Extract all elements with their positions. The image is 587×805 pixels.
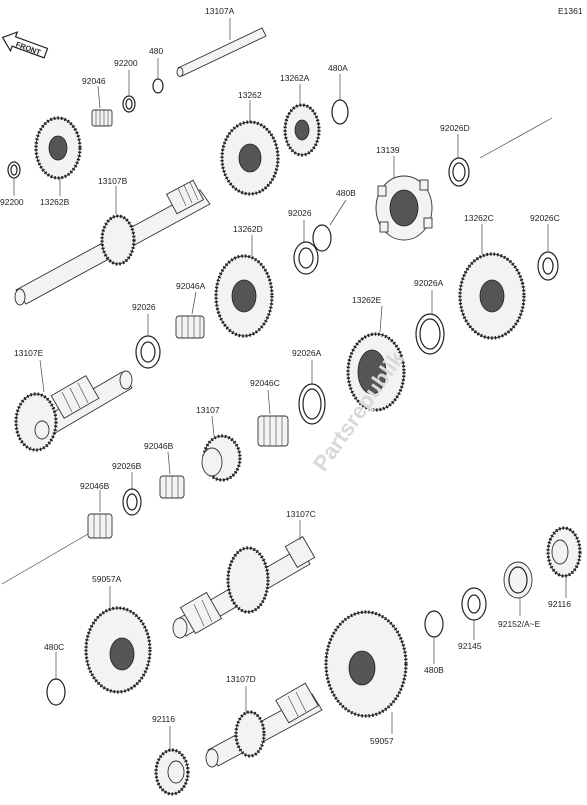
label-92116-right: 92116 <box>548 599 571 609</box>
shaft-13107d-gear <box>234 710 266 758</box>
circlip-480b-top <box>312 224 332 252</box>
front-arrow-icon: FRONT <box>1 31 49 59</box>
shifter-13139 <box>375 175 433 241</box>
label-13107e: 13107E <box>14 348 44 358</box>
label-13262b: 13262B <box>40 197 70 207</box>
shaft-13107d <box>205 682 323 768</box>
washer-92026d <box>448 157 470 187</box>
label-13107d: 13107D <box>226 674 256 684</box>
gear-59057 <box>324 610 408 718</box>
label-92026a-right: 92026A <box>414 278 444 288</box>
label-92200-top: 92200 <box>114 58 138 68</box>
label-92026c: 92026C <box>530 213 560 223</box>
label-13107c: 13107C <box>286 509 316 519</box>
label-13262: 13262 <box>238 90 262 100</box>
washer-92026-left <box>135 335 161 369</box>
label-92046b: 92046B <box>144 441 174 451</box>
gear-13262c <box>458 252 526 340</box>
bearing-92116-right <box>546 526 582 578</box>
label-59057a: 59057A <box>92 574 122 584</box>
collar-92152 <box>503 561 533 599</box>
gear-13262d <box>214 254 274 338</box>
gear-13262e <box>346 332 406 412</box>
gear-13262a <box>283 103 321 157</box>
label-480b-low: 480B <box>424 665 444 675</box>
dog-gear-13107 <box>201 434 242 482</box>
label-92152: 92152/A~E <box>498 619 541 629</box>
shaft-13107e-gear <box>14 392 58 452</box>
circlip-480c <box>46 678 66 706</box>
label-480b-top: 480B <box>336 188 356 198</box>
label-13139: 13139 <box>376 145 400 155</box>
label-13262a: 13262A <box>280 73 310 83</box>
label-13107a: 13107A <box>205 6 235 16</box>
label-13107b: 13107B <box>98 176 128 186</box>
label-480c: 480C <box>44 642 64 652</box>
shaft-13107a <box>176 27 267 77</box>
bearing-92116-low <box>154 748 190 796</box>
washer-92026c <box>537 251 559 281</box>
label-92026-left: 92026 <box>132 302 156 312</box>
label-92046c: 92046C <box>250 378 280 388</box>
diagram-code: E1361 <box>558 6 583 16</box>
label-480a: 480A <box>328 63 348 73</box>
circlip-480b-low <box>424 610 444 638</box>
washer-92026-mid <box>293 241 319 275</box>
label-13262c: 13262C <box>464 213 494 223</box>
label-13262e: 13262E <box>352 295 382 305</box>
washer-92026b <box>122 488 142 516</box>
shaft-13107c-gear <box>226 546 270 614</box>
label-92046b-low: 92046B <box>80 481 110 491</box>
circlip-480 <box>152 78 164 94</box>
needle-bearing-92046b-low <box>87 513 113 539</box>
washer-92145 <box>461 587 487 621</box>
gear-13262b <box>34 116 82 180</box>
circlip-480a <box>331 99 349 125</box>
gear-13262 <box>220 120 280 196</box>
shaft-13107b-gear <box>100 214 136 266</box>
needle-bearing-92046 <box>91 109 113 127</box>
label-92145: 92145 <box>458 641 482 651</box>
label-92026-mid: 92026 <box>288 208 312 218</box>
label-480: 480 <box>149 46 163 56</box>
needle-bearing-92046c <box>257 415 289 447</box>
washer-92200-left <box>7 161 21 179</box>
label-92116-low: 92116 <box>152 714 175 724</box>
label-92046a: 92046A <box>176 281 206 291</box>
label-92200-left: 92200 <box>0 197 24 207</box>
label-13262d: 13262D <box>233 224 263 234</box>
label-59057: 59057 <box>370 736 394 746</box>
washer-92026a-mid <box>298 383 326 425</box>
shaft-13107e <box>39 370 133 437</box>
label-92026a-mid: 92026A <box>292 348 322 358</box>
label-92026b: 92026B <box>112 461 142 471</box>
label-92046: 92046 <box>82 76 106 86</box>
gear-59057a <box>84 606 152 694</box>
label-92026d: 92026D <box>440 123 470 133</box>
needle-bearing-92046b <box>159 475 185 499</box>
washer-92026a-right <box>415 313 445 355</box>
label-13107: 13107 <box>196 405 220 415</box>
washer-92200-top <box>122 95 136 113</box>
needle-bearing-92046a <box>175 315 205 339</box>
